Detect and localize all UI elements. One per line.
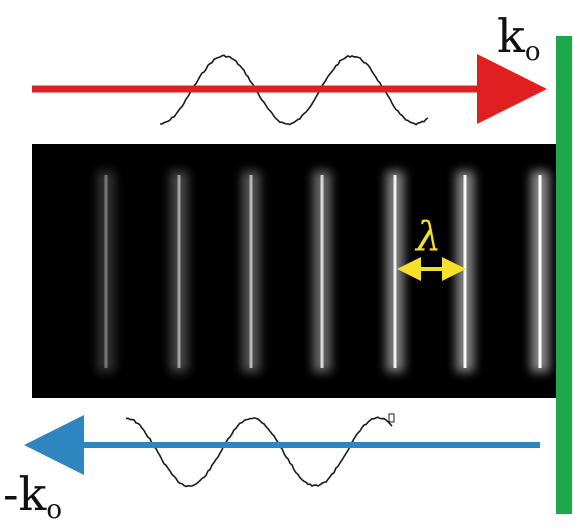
fringe-line (538, 175, 542, 368)
forward-wave-group: ko (32, 9, 547, 126)
backward-wave-squiggle (125, 416, 393, 488)
fringe-line (249, 175, 253, 368)
fringe-line (104, 175, 108, 368)
wavelength-marker: λ (397, 214, 466, 281)
fringe-group (97, 171, 549, 372)
wavelength-label: λ (414, 214, 441, 260)
fringe-line (393, 175, 397, 368)
forward-wave-label: ko (497, 9, 541, 67)
wave-end-marker (388, 413, 395, 423)
backward-wave-label: -ko (3, 467, 62, 525)
backward-wave-group: -ko (3, 413, 540, 525)
fringe-glow (97, 171, 115, 372)
fringe-line (320, 175, 324, 368)
fringe-line (177, 175, 181, 368)
fringe-line (463, 175, 467, 368)
mirror-bar (556, 36, 572, 514)
